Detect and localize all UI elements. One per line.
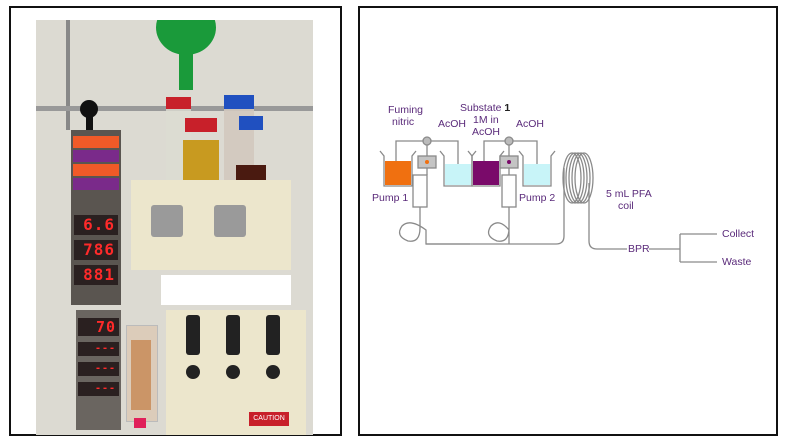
label-acoh-1: AcOH (438, 118, 467, 130)
slot-3 (266, 315, 280, 355)
blue-cap (224, 95, 254, 109)
label-pump2: Pump 2 (519, 192, 556, 204)
vessel-acoh-1 (439, 150, 477, 187)
manifold (161, 275, 291, 305)
diagram-panel: Fuming nitric AcOH Substate 1 1M in AcOH… (358, 6, 778, 436)
label-pump1: Pump 1 (372, 192, 409, 204)
display-2: 786 (74, 240, 118, 260)
combined-line (426, 168, 565, 245)
purple-panel (73, 150, 119, 162)
substrate-liquid (473, 161, 499, 185)
junction-2 (504, 136, 514, 146)
hole-2 (226, 365, 240, 379)
label-waste: Waste (722, 256, 752, 268)
caution-label: CAUTION (249, 412, 289, 426)
orange-panel-2 (73, 164, 119, 176)
label-nitric: nitric (392, 116, 415, 128)
substrate-text: Substate (460, 102, 505, 114)
label-fuming: Fuming (388, 104, 424, 116)
coil-ring-1 (562, 152, 582, 204)
red-cap-2 (185, 118, 217, 132)
column-packing (131, 340, 151, 410)
blue-cap-2 (239, 116, 263, 130)
display-4: 70 (78, 318, 119, 336)
apparatus-photo: CAUTION 6.6 786 881 70 --- --- --- (36, 20, 313, 435)
label-collect: Collect (722, 228, 755, 240)
hole-3 (266, 365, 280, 379)
orange-panel (73, 136, 119, 148)
coil-outlet (588, 183, 627, 250)
stand-rod (66, 20, 70, 130)
display-7: --- (78, 382, 119, 396)
flow-diagram (379, 136, 717, 263)
label-coil-2: coil (618, 200, 634, 212)
balloon-neck (179, 50, 193, 90)
purple-panel-2 (73, 178, 119, 190)
knob (80, 100, 98, 118)
hole-1 (186, 365, 200, 379)
display-3: 881 (74, 265, 118, 285)
display-5: --- (78, 342, 119, 356)
substrate-number: 1 (504, 102, 511, 114)
splitter (679, 233, 717, 263)
label-coil-1: 5 mL PFA (606, 188, 652, 200)
nitric-liquid (385, 161, 411, 185)
red-cap (166, 97, 191, 109)
pump-head-2 (214, 205, 246, 237)
label-acoh-sub: AcOH (472, 126, 501, 138)
pump2-loop (487, 207, 510, 244)
vessel-nitric (379, 150, 417, 187)
vessel-substrate (467, 150, 505, 187)
vessel-acoh-2 (518, 150, 556, 187)
slot-2 (226, 315, 240, 355)
pump1-loop (398, 207, 470, 245)
pump1-body (412, 174, 428, 208)
label-1m-in: 1M in (473, 114, 499, 126)
junction-1 (422, 136, 432, 146)
red-fitting (134, 418, 146, 428)
label-acoh-2: AcOH (516, 118, 545, 130)
knob-stem (86, 115, 93, 130)
photo-panel: CAUTION 6.6 786 881 70 --- --- --- (9, 6, 342, 436)
acoh-liquid-1 (445, 164, 471, 185)
label-bpr: BPR (628, 243, 650, 255)
display-6: --- (78, 362, 119, 376)
pump2-body (501, 174, 517, 208)
acoh-liquid-2 (524, 164, 550, 185)
pump-head-1 (151, 205, 183, 237)
display-1: 6.6 (74, 215, 118, 235)
label-substrate: Substate 1 (460, 102, 510, 114)
slot-1 (186, 315, 200, 355)
